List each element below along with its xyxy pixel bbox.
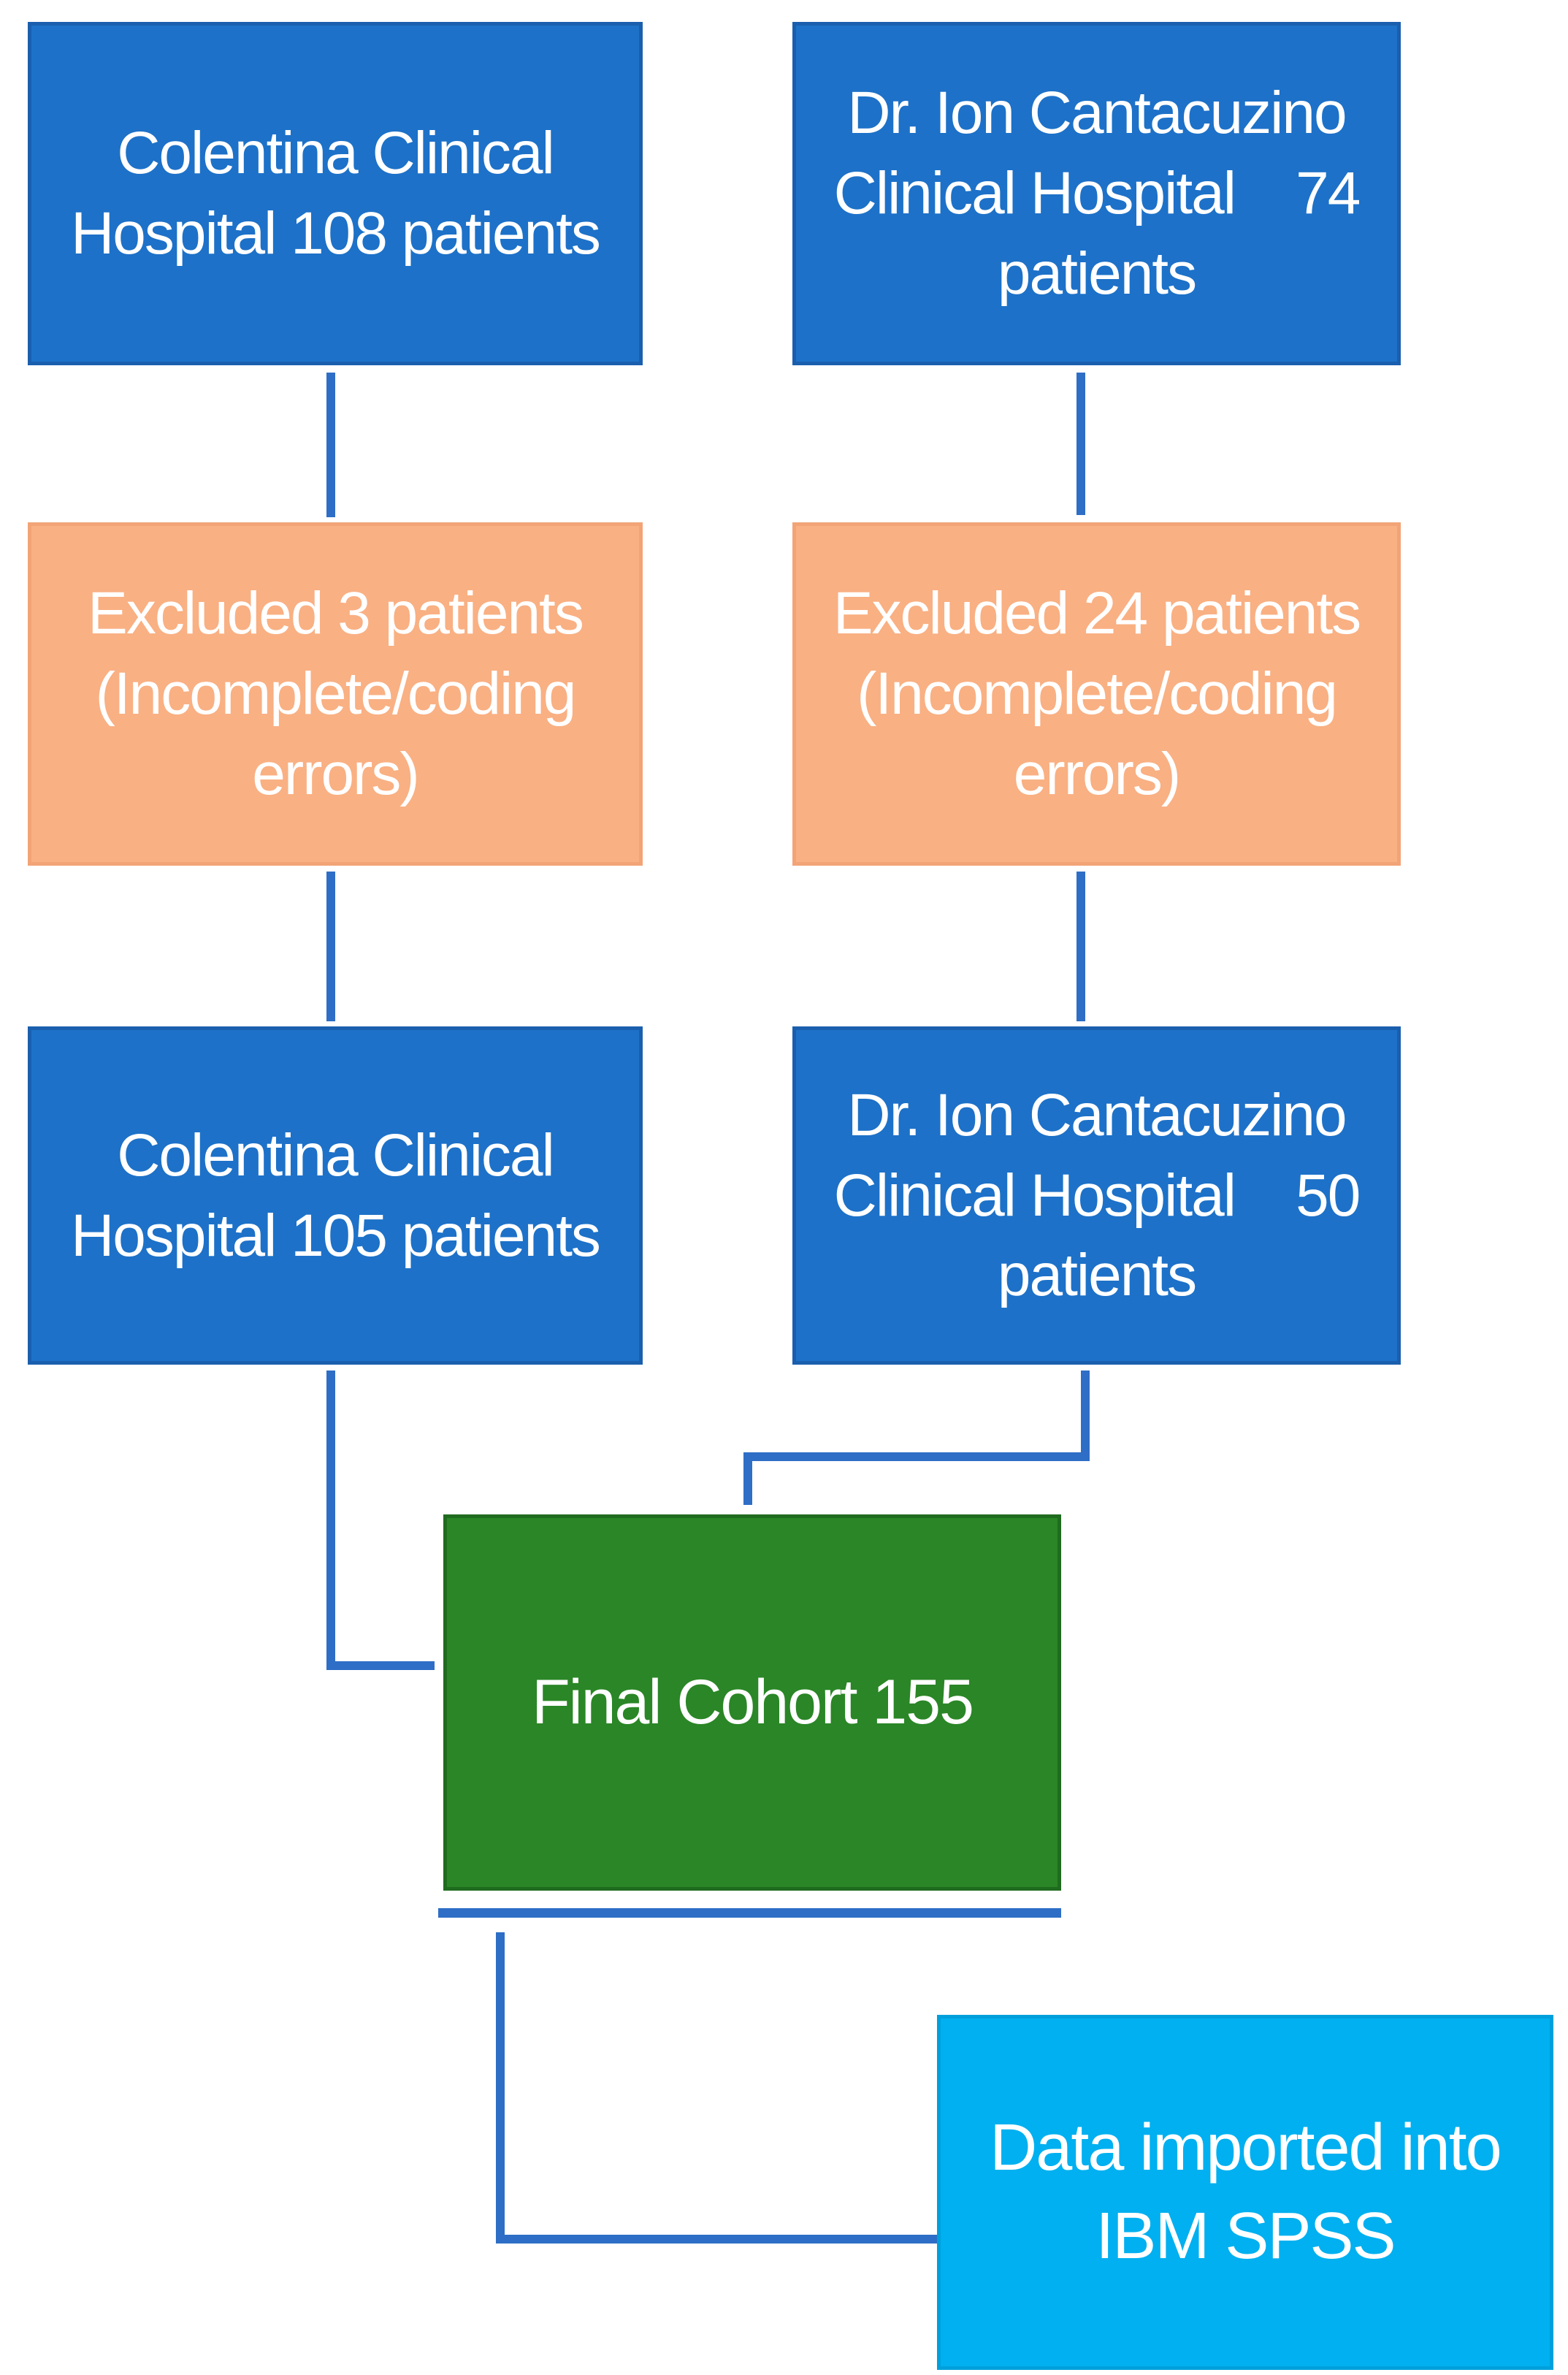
node-colentina-final: Colentina Clinical Hospital 105 patients bbox=[28, 1026, 643, 1365]
node-cantacuzino-excluded: Excluded 24 patients (Incomplete/coding … bbox=[792, 522, 1401, 866]
connector-colentina-excluded-to-final bbox=[326, 872, 335, 1021]
connector-cohort-underline bbox=[438, 1908, 1061, 1918]
connector-cantacuzino-to-cohort-horizontal bbox=[743, 1452, 1090, 1461]
connector-cantacuzino-to-cohort-vertical-2 bbox=[743, 1452, 752, 1505]
node-cantacuzino-excluded-label: Excluded 24 patients (Incomplete/coding … bbox=[833, 580, 1361, 807]
node-spss-import-label: Data imported into IBM SPSS bbox=[990, 2111, 1502, 2273]
node-colentina-excluded: Excluded 3 patients (Incomplete/coding e… bbox=[28, 522, 643, 866]
connector-cantacuzino-to-cohort-vertical-1 bbox=[1081, 1371, 1090, 1461]
node-colentina-final-label: Colentina Clinical Hospital 105 patients bbox=[71, 1121, 601, 1269]
connector-colentina-to-cohort-vertical bbox=[326, 1371, 335, 1670]
node-colentina-initial: Colentina Clinical Hospital 108 patients bbox=[28, 22, 643, 365]
connector-cantacuzino-initial-to-excluded bbox=[1076, 373, 1085, 515]
node-final-cohort: Final Cohort 155 bbox=[443, 1514, 1061, 1891]
connector-colentina-to-cohort-horizontal bbox=[326, 1661, 435, 1670]
connector-colentina-initial-to-excluded bbox=[326, 373, 335, 517]
node-cantacuzino-final-label: Dr. Ion Cantacuzino Clinical Hospital 50… bbox=[833, 1081, 1361, 1309]
node-cantacuzino-initial: Dr. Ion Cantacuzino Clinical Hospital 74… bbox=[792, 22, 1401, 365]
node-cantacuzino-initial-label: Dr. Ion Cantacuzino Clinical Hospital 74… bbox=[833, 80, 1361, 307]
connector-cohort-to-spss-horizontal bbox=[496, 2235, 937, 2244]
connector-cantacuzino-excluded-to-final bbox=[1076, 872, 1085, 1021]
node-colentina-initial-label: Colentina Clinical Hospital 108 patients bbox=[71, 120, 601, 267]
node-final-cohort-label: Final Cohort 155 bbox=[532, 1666, 974, 1737]
node-colentina-excluded-label: Excluded 3 patients (Incomplete/coding e… bbox=[88, 580, 584, 807]
node-spss-import: Data imported into IBM SPSS bbox=[937, 2015, 1553, 2370]
node-cantacuzino-final: Dr. Ion Cantacuzino Clinical Hospital 50… bbox=[792, 1026, 1401, 1365]
connector-cohort-to-spss-vertical bbox=[496, 1932, 505, 2244]
